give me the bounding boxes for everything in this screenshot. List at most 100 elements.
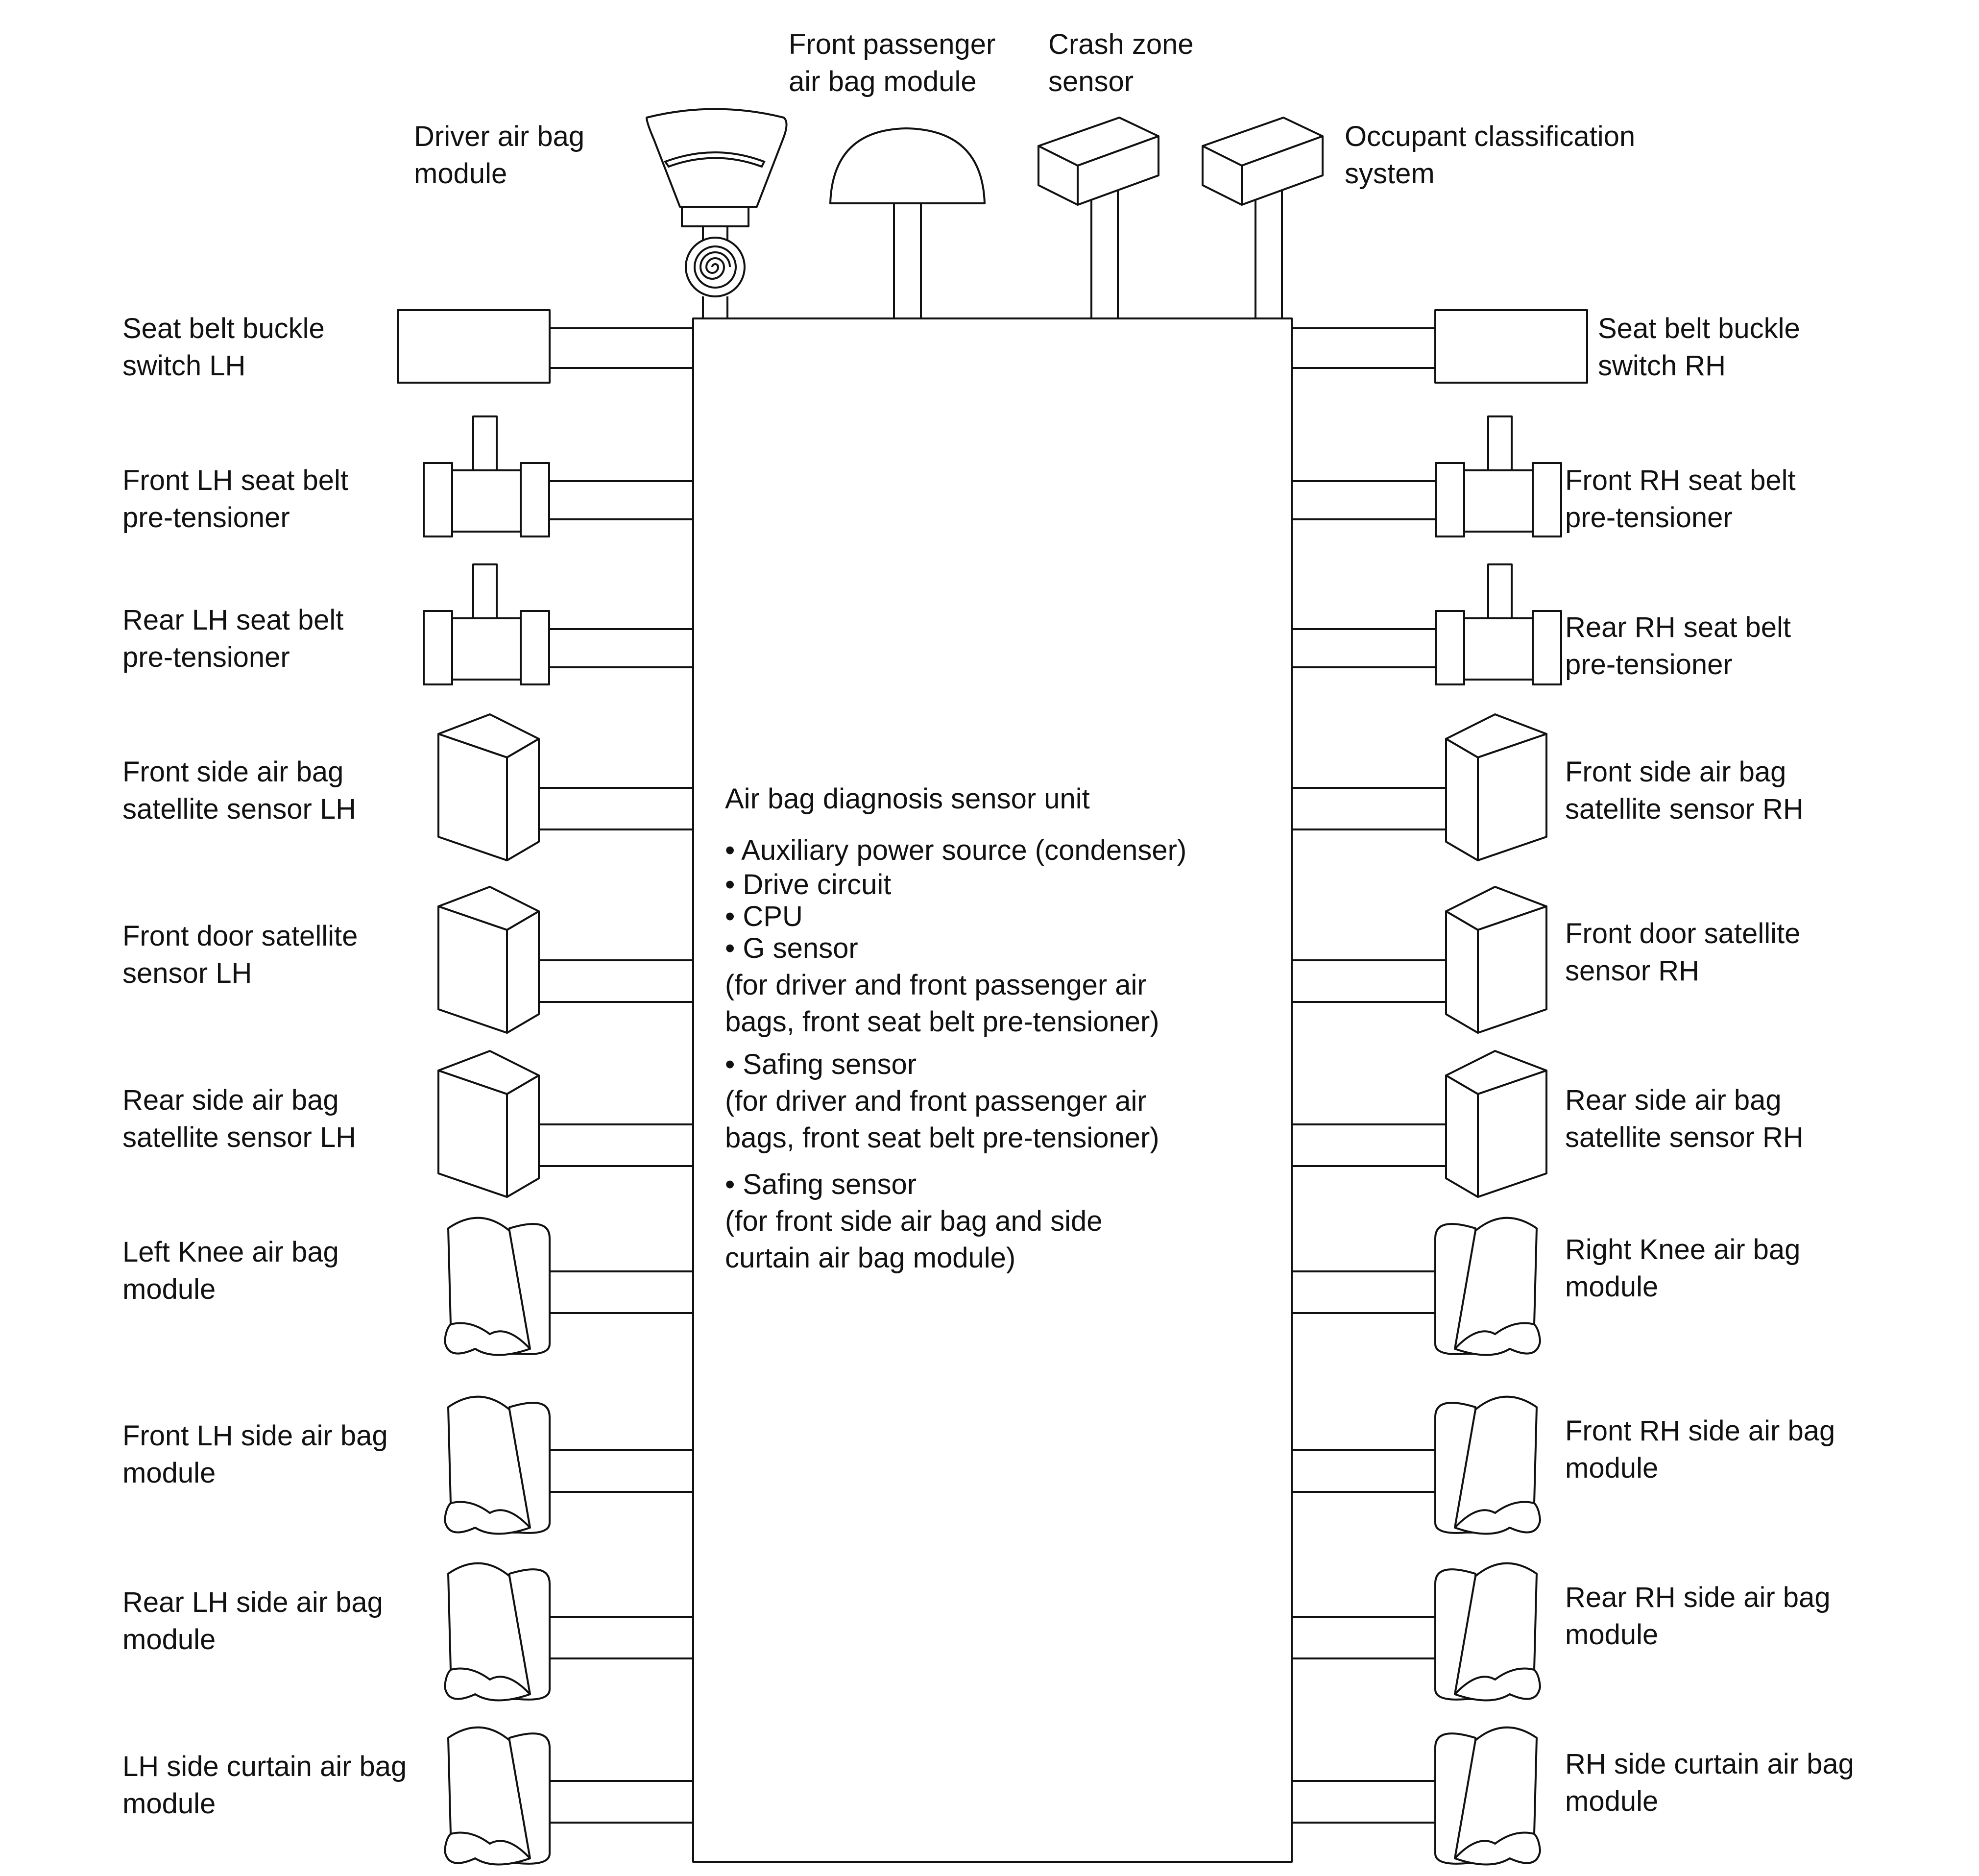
central-unit-item: • Drive circuit (725, 869, 891, 901)
pretensioner-end-cap (1532, 610, 1562, 685)
right-component-label-line2: module (1565, 1619, 1658, 1651)
left-bag-icon-7 (444, 1395, 693, 1535)
left-component-label-line1: Left Knee air bag (122, 1236, 339, 1268)
pretensioner-end-cap (520, 462, 550, 537)
sensor-box-side (1445, 910, 1479, 1034)
left-component-label: Front LH seat belt pre-tensioner (122, 464, 348, 534)
central-unit-item: • Auxiliary power source (condenser) (725, 834, 1186, 866)
sensor-box-side (506, 1074, 540, 1198)
bag-bottom-curl (450, 1831, 531, 1859)
left-component-label-line2: module (122, 1273, 216, 1305)
right-component-label-line1: Front RH seat belt (1565, 464, 1796, 496)
pretensioner-body (450, 617, 523, 681)
left-bag-icon-6 (444, 1217, 693, 1356)
pretensioner-end-cap (1435, 610, 1465, 685)
right-component-label-line1: RH side curtain air bag (1565, 1748, 1854, 1780)
right-component-label-line1: Rear RH seat belt (1565, 611, 1791, 643)
central-unit-item: (for driver and front passenger air (725, 1085, 1147, 1117)
left-component-label-line2: module (122, 1624, 216, 1656)
right-bag-icon-6 (1292, 1217, 1541, 1356)
sensor-box-front (437, 905, 508, 1034)
right-component-label-line2: satellite sensor RH (1565, 793, 1804, 825)
pretensioner-body (1462, 617, 1535, 681)
sensor-box-front (1477, 1070, 1547, 1198)
right-component-label-line1: Front door satellite (1565, 918, 1800, 950)
bag-bottom-curl (1454, 1831, 1535, 1859)
buckle-switch-body (1434, 309, 1588, 384)
right-component-label-line1: Front side air bag (1565, 756, 1786, 788)
left-pret-icon-1 (423, 415, 693, 537)
side-components (397, 309, 1588, 1866)
bag-bottom-curl (450, 1501, 531, 1529)
left-bag-icon-9 (444, 1726, 693, 1866)
right-box-icon-5 (1292, 1050, 1547, 1198)
central-unit-item: bags, front seat belt pre-tensioner) (725, 1006, 1159, 1038)
central-unit-item: (for front side air bag and side (725, 1205, 1103, 1237)
sensor-box-front (437, 733, 508, 861)
crash-zone-sensor-label-line1: Crash zone (1048, 28, 1194, 60)
bag-bottom-curl (450, 1667, 531, 1695)
left-component-label-line2: pre-tensioner (122, 502, 290, 534)
pretensioner-stem (472, 415, 498, 471)
left-component-label-line1: Front LH seat belt (122, 464, 348, 496)
left-component-label-line1: LH side curtain air bag (122, 1751, 407, 1782)
occupant-classification-label-line2: system (1345, 158, 1435, 190)
sensor-box-front (1477, 733, 1547, 861)
pretensioner-end-cap (423, 462, 453, 537)
central-unit-item: • CPU (725, 901, 803, 932)
driver-airbag-icon (646, 108, 788, 318)
driver-airbag-label-line1: Driver air bag (414, 121, 584, 152)
left-component-label-line2: module (122, 1788, 216, 1820)
left-component-label-line2: satellite sensor LH (122, 793, 356, 825)
right-component-label: Front door satellite sensor RH (1565, 918, 1800, 987)
driver-airbag-label: Driver air bag module (414, 121, 592, 190)
occupant-classification-label: Occupant classification system (1345, 121, 1643, 190)
bag-front-panel (444, 1217, 531, 1356)
buckle-switch-body (397, 309, 551, 384)
crash-zone-sensor-label-line2: sensor (1048, 66, 1134, 97)
bag-front-panel (1454, 1726, 1541, 1866)
sensor-box-side (506, 910, 540, 1034)
central-unit-title: Air bag diagnosis sensor unit (725, 783, 1090, 815)
right-component-label-line1: Right Knee air bag (1565, 1234, 1800, 1266)
pretensioner-end-cap (1435, 462, 1465, 537)
right-component-label-line1: Front RH side air bag (1565, 1415, 1835, 1447)
left-switch-icon-0 (397, 309, 693, 384)
left-pret-icon-2 (423, 563, 693, 685)
sensor-box-side (1445, 1074, 1479, 1198)
right-component-label-line2: sensor RH (1565, 955, 1699, 987)
central-unit-item: • Safing sensor (725, 1169, 917, 1200)
pretensioner-body (1462, 469, 1535, 533)
right-pret-icon-1 (1292, 415, 1562, 537)
driver-airbag-label-line2: module (414, 158, 507, 190)
pretensioner-stem (472, 563, 498, 619)
left-bag-icon-8 (444, 1562, 693, 1702)
occupant-classification-icon (1202, 117, 1324, 318)
right-component-label-line2: satellite sensor RH (1565, 1121, 1804, 1153)
pretensioner-end-cap (423, 610, 453, 685)
left-component-label-line2: pre-tensioner (122, 641, 290, 673)
right-component-label-line2: module (1565, 1271, 1658, 1303)
crash-zone-sensor-label: Crash zone sensor (1048, 28, 1202, 97)
pretensioner-stem (1487, 563, 1513, 619)
central-unit-item: • G sensor (725, 932, 858, 964)
central-unit-items: • Auxiliary power source (condenser) • D… (725, 834, 1194, 1274)
central-unit-item: curtain air bag module) (725, 1242, 1015, 1274)
right-component-label-line2: pre-tensioner (1565, 649, 1733, 681)
sensor-box-front (437, 1070, 508, 1198)
right-component-label-line1: Seat belt buckle (1598, 313, 1800, 344)
left-box-icon-5 (437, 1050, 693, 1198)
central-unit-item: • Safing sensor (725, 1048, 917, 1080)
left-component-label: Left Knee air bag module (122, 1236, 339, 1305)
left-component-label: LH side curtain air bag module (122, 1751, 407, 1820)
